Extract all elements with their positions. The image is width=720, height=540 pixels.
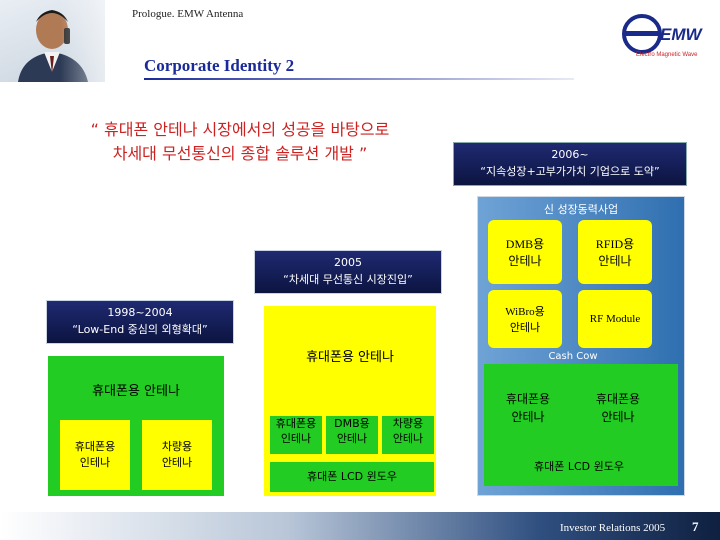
stage-2005-year: 2005 <box>334 256 362 269</box>
page-title: Corporate Identity 2 <box>144 56 295 75</box>
stage-2006-panel-title: 신 성장동력사업 <box>543 203 619 216</box>
stage-2006-header: 2006~ “지속성장+고부가가치 기업으로 도약” <box>453 142 687 186</box>
stage-2005-item-1: 휴대폰용 인테나 <box>270 416 322 454</box>
stage-1998-header: 1998~2004 “Low-End 중심의 외형확대” <box>46 300 234 344</box>
growth-item-dmb: DMB용 안테나 <box>488 220 562 284</box>
stage-2005-header: 2005 “차세대 무선통신 시장진입” <box>254 250 442 294</box>
growth-item-rfid: RFID용 안테나 <box>578 220 652 284</box>
growth-item-wibro: WiBro용 안테나 <box>488 290 562 348</box>
title-underline <box>144 78 574 80</box>
stage-2006-slogan: “지속성장+고부가가치 기업으로 도약” <box>480 165 660 178</box>
stage-2006-year: 2006~ <box>551 148 589 161</box>
stage-2005-lcd: 휴대폰 LCD 윈도우 <box>270 462 434 492</box>
emw-logo: EMW Electro Magnetic Wave <box>618 10 718 58</box>
stage-1998-main: 휴대폰용 안테나 <box>92 384 180 399</box>
cash-cow-block <box>484 364 678 486</box>
stage-2006-lcd: 휴대폰 LCD 윈도우 <box>534 460 624 473</box>
stage-2005-item-3: 차량용 안테나 <box>382 416 434 454</box>
stage-1998-item-1: 휴대폰용 인테나 <box>60 420 130 490</box>
logo-text: EMW <box>660 25 704 44</box>
footer-bar <box>0 512 720 540</box>
logo-tagline: Electro Magnetic Wave <box>636 52 698 58</box>
quote-line-1: “ 휴대폰 안테나 시장에서의 성공을 바탕으로 <box>90 120 390 139</box>
cash-item-2: 휴대폰용 안테나 <box>595 392 641 424</box>
quote-line-2: 차세대 무선통신의 종합 솔루션 개발 ” <box>112 144 368 163</box>
footer-text: Investor Relations 2005 <box>560 522 666 534</box>
stage-1998-slogan: “Low-End 중심의 외형확대” <box>72 323 208 336</box>
cash-item-1: 휴대폰용 안테나 <box>505 392 551 424</box>
page-number: 7 <box>692 519 699 534</box>
stage-1998-item-2: 차량용 안테나 <box>142 420 212 490</box>
stage-2005-item-2: DMB용 안테나 <box>326 416 378 454</box>
stage-1998-year: 1998~2004 <box>107 306 173 319</box>
growth-item-rf-module: RF Module <box>578 290 652 348</box>
cash-cow-label: Cash Cow <box>548 351 598 362</box>
header-subtitle: Prologue. EMW Antenna <box>132 8 244 20</box>
vision-quote: “ 휴대폰 안테나 시장에서의 성공을 바탕으로 차세대 무선통신의 종합 솔루… <box>40 118 440 166</box>
stage-2005-slogan: “차세대 무선통신 시장진입” <box>283 273 413 286</box>
header-fade <box>0 0 720 82</box>
stage-2005-main: 휴대폰용 안테나 <box>306 350 394 365</box>
